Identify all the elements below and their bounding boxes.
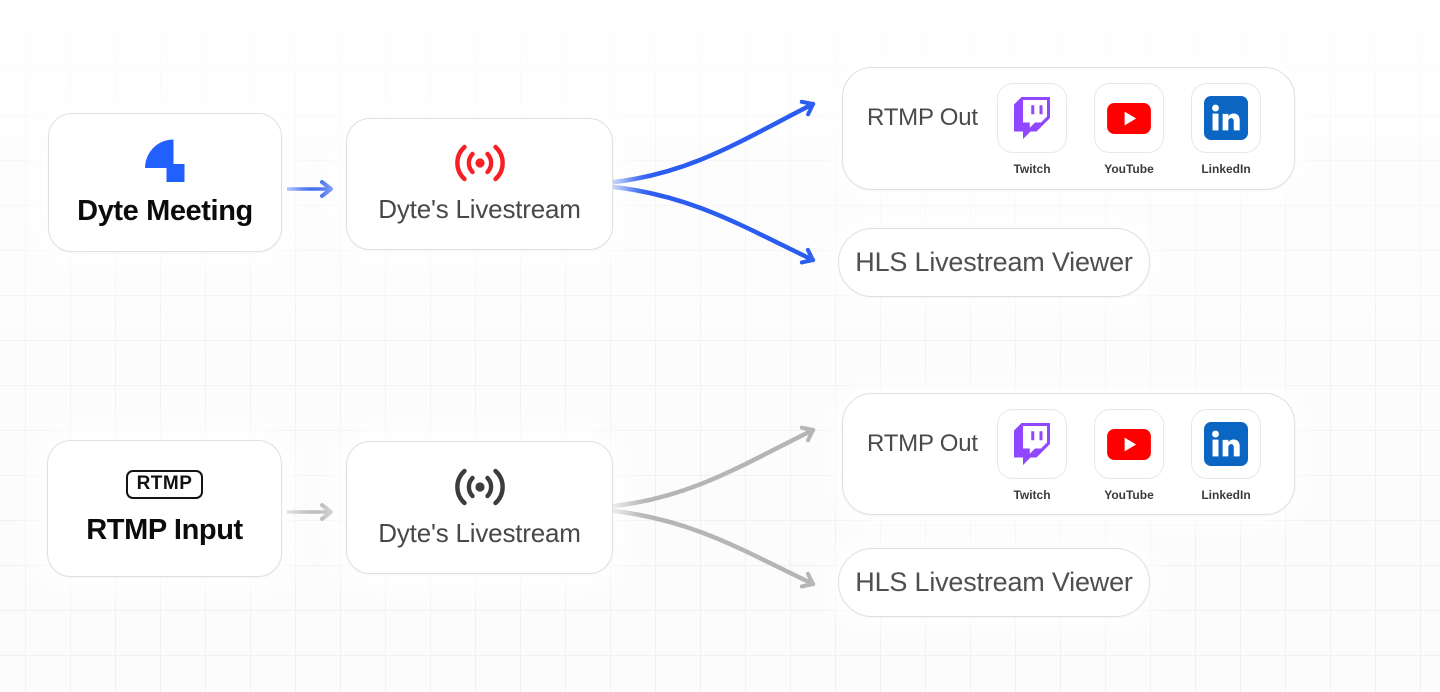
node-rtmp-input: RTMP RTMP Input [47, 440, 282, 577]
destinations: Twitch YouTube [997, 409, 1261, 502]
destination-youtube: YouTube [1094, 409, 1164, 502]
linkedin-icon [1204, 422, 1248, 466]
destination-label: LinkedIn [1201, 488, 1251, 502]
node-label: Dyte's Livestream [378, 194, 581, 224]
destination-linkedin: LinkedIn [1191, 409, 1261, 502]
destination-linkedin: LinkedIn [1191, 83, 1261, 176]
live-broadcast-icon [454, 468, 505, 505]
twitch-icon [1014, 423, 1050, 465]
youtube-icon [1107, 102, 1151, 134]
node-label: HLS Livestream Viewer [855, 247, 1133, 277]
node-label: HLS Livestream Viewer [855, 567, 1133, 597]
destinations: Twitch YouTube [997, 83, 1261, 176]
destination-twitch: Twitch [997, 409, 1067, 502]
destination-label: Twitch [1013, 162, 1051, 176]
node-label: RTMP Out [867, 104, 978, 131]
twitch-icon [1014, 97, 1050, 139]
arrow-livestream-to-rtmp-out-2 [611, 425, 816, 509]
node-label: Dyte Meeting [77, 194, 253, 227]
live-broadcast-icon [454, 144, 505, 182]
arrow-livestream-to-hls [611, 184, 816, 265]
dyte-logo-icon [145, 139, 185, 182]
destination-label: YouTube [1104, 162, 1154, 176]
twitch-card [997, 83, 1067, 153]
linkedin-card [1191, 409, 1261, 479]
youtube-card [1094, 409, 1164, 479]
destination-label: Twitch [1013, 488, 1051, 502]
destination-twitch: Twitch [997, 83, 1067, 176]
node-dytes-livestream-top: Dyte's Livestream [346, 118, 613, 250]
node-hls-viewer-bottom: HLS Livestream Viewer [838, 548, 1150, 617]
arrow-livestream-to-rtmp-out [611, 99, 816, 185]
destination-label: YouTube [1104, 488, 1154, 502]
arrow-livestream-to-hls-2 [611, 508, 816, 589]
node-dyte-meeting: Dyte Meeting [48, 113, 282, 252]
linkedin-card [1191, 83, 1261, 153]
youtube-icon [1107, 428, 1151, 460]
node-label: Dyte's Livestream [378, 517, 581, 548]
node-rtmp-out-bottom: RTMP Out Twitch [842, 393, 1295, 515]
destination-label: LinkedIn [1201, 162, 1251, 176]
youtube-card [1094, 83, 1164, 153]
twitch-card [997, 409, 1067, 479]
node-label: RTMP Out [867, 430, 978, 457]
linkedin-icon [1204, 96, 1248, 140]
node-label: RTMP Input [86, 514, 243, 546]
node-hls-viewer-top: HLS Livestream Viewer [838, 228, 1150, 297]
node-dytes-livestream-bottom: Dyte's Livestream [346, 441, 613, 574]
rtmp-badge-icon: RTMP [125, 470, 204, 499]
destination-youtube: YouTube [1094, 83, 1164, 176]
node-rtmp-out-top: RTMP Out Twitch [842, 67, 1295, 190]
